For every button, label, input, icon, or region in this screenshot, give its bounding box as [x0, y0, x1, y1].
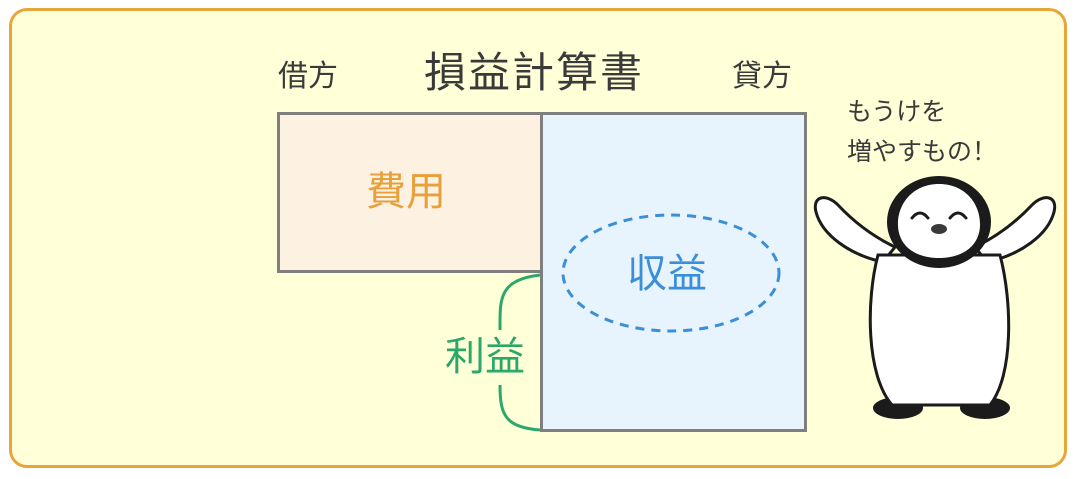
speech-line-1: もうけを — [847, 97, 947, 126]
speech-line-2: 増やすもの！ — [847, 137, 998, 166]
diagram-title: 損益計算書 — [424, 48, 645, 97]
revenue-box — [540, 112, 807, 432]
penguin-icon — [813, 176, 1057, 419]
debit-label: 借方 — [278, 59, 338, 94]
revenue-label: 収益 — [627, 251, 707, 297]
credit-label: 貸方 — [732, 59, 792, 94]
profit-label: 利益 — [445, 334, 525, 380]
speech-text: もうけを 増やすもの！ — [847, 92, 997, 172]
profit-brace-bottom — [498, 384, 541, 432]
revenue-highlight-ellipse — [561, 213, 781, 333]
expense-label: 費用 — [366, 169, 446, 215]
expense-box — [277, 112, 543, 273]
profit-brace — [498, 273, 541, 331]
